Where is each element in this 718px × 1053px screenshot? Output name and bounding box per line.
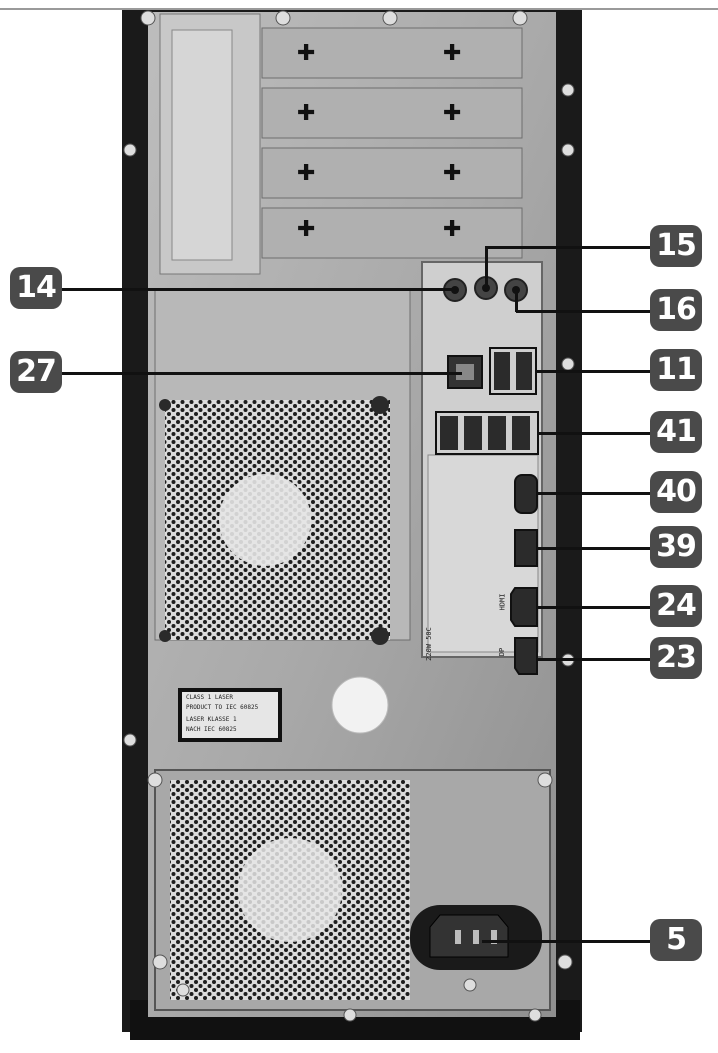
power-socket-pins xyxy=(455,930,497,944)
laser-label-inner xyxy=(182,692,278,738)
usb-pair-ports xyxy=(494,352,532,390)
leader-41 xyxy=(538,432,650,435)
dp-port-label: DP xyxy=(498,647,507,657)
callout-41: 41 xyxy=(650,411,702,453)
leader-27 xyxy=(62,372,462,375)
callout-27: 27 xyxy=(10,351,62,393)
slot-covers: ✚ ✚ ✚ ✚ ✚ ✚ ✚ ✚ xyxy=(261,27,523,259)
top-rule xyxy=(0,8,718,10)
displayport-port xyxy=(514,637,538,675)
rear-fan-hub xyxy=(219,474,311,566)
power-socket xyxy=(429,914,509,958)
callout-24: 24 xyxy=(650,585,702,627)
svg-text:✚: ✚ xyxy=(297,161,315,186)
callout-14: 14 xyxy=(10,267,62,309)
psu-screws xyxy=(147,772,573,1022)
callout-23: 23 xyxy=(650,637,702,679)
hdmi-port-label: HDMI xyxy=(498,593,507,611)
laser-label-line-3: LASER KLASSE 1 xyxy=(186,716,237,723)
fan-screws xyxy=(159,396,389,645)
svg-text:✚: ✚ xyxy=(297,101,315,126)
leader-15 xyxy=(486,246,650,249)
callout-16: 16 xyxy=(650,289,702,331)
leader-40 xyxy=(537,492,650,495)
leader-16 xyxy=(516,310,650,313)
usb-a-port xyxy=(514,529,538,567)
svg-text:✚: ✚ xyxy=(443,217,461,242)
leader-14 xyxy=(62,288,455,291)
leader-5 xyxy=(482,940,650,943)
svg-text:✚: ✚ xyxy=(443,161,461,186)
hdmi-port xyxy=(510,587,538,627)
laser-label-line-1: CLASS 1 LASER xyxy=(186,694,233,701)
callout-11: 11 xyxy=(650,349,702,391)
leader-23 xyxy=(537,658,650,661)
svg-text:✚: ✚ xyxy=(443,101,461,126)
leader-16-rise xyxy=(515,290,518,312)
svg-text:✚: ✚ xyxy=(297,41,315,66)
round-knockout xyxy=(331,676,389,734)
callout-39: 39 xyxy=(650,526,702,568)
leader-39 xyxy=(537,547,650,550)
usb-quad-ports xyxy=(440,416,530,450)
leader-11 xyxy=(536,370,650,373)
svg-text:✚: ✚ xyxy=(443,41,461,66)
leader-24 xyxy=(537,606,650,609)
callout-15: 15 xyxy=(650,225,702,267)
leader-15-drop xyxy=(485,246,488,288)
usb-c-port xyxy=(514,474,538,514)
laser-label-line-4: NACH IEC 60825 xyxy=(186,726,237,733)
laser-label-line-2: PRODUCT TO IEC 60825 xyxy=(186,704,259,711)
io-side-text: 220W 50C xyxy=(424,627,433,661)
retainer-clip xyxy=(171,29,233,261)
lan-port-socket xyxy=(456,364,474,380)
psu-fan-hub xyxy=(238,838,342,942)
callout-40: 40 xyxy=(650,471,702,513)
callout-5: 5 xyxy=(650,919,702,961)
svg-text:✚: ✚ xyxy=(297,217,315,242)
